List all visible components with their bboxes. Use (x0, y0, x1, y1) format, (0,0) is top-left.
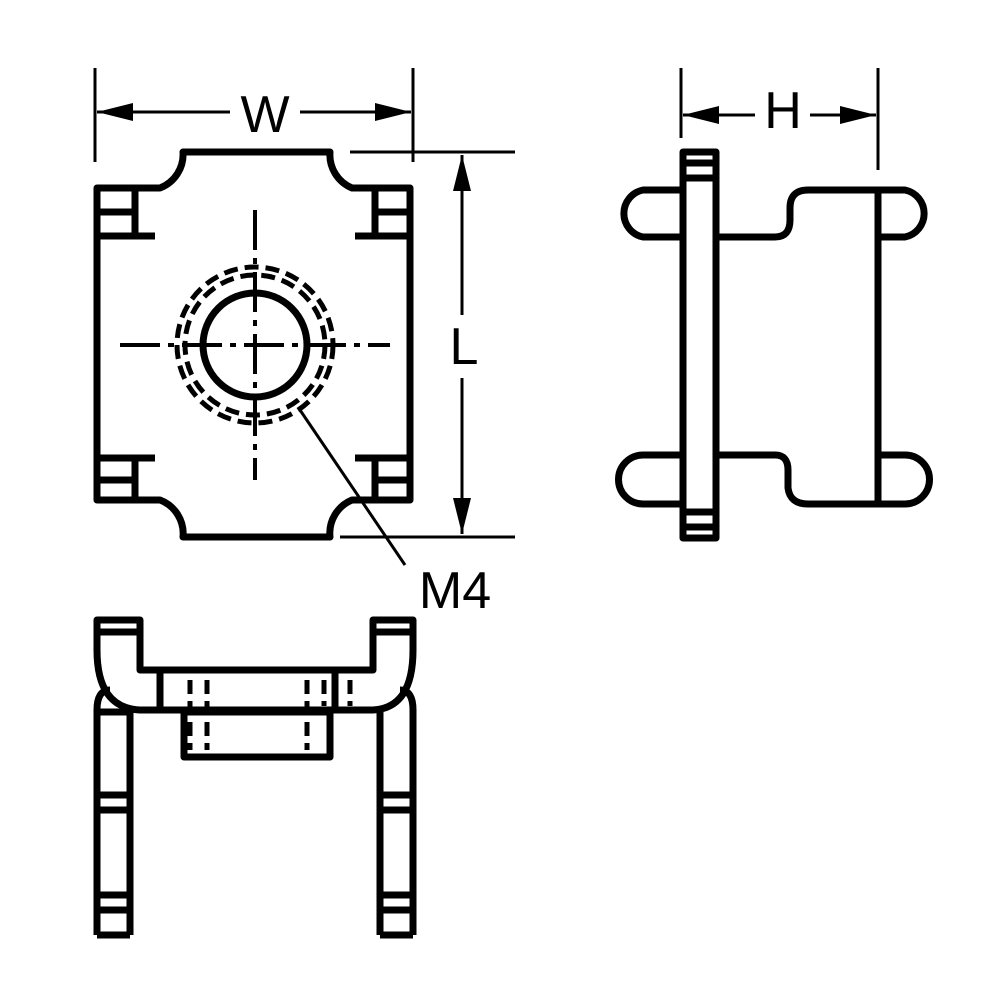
length-label: L (450, 318, 479, 376)
width-dimension (93, 68, 415, 162)
m4-leader-line (298, 409, 407, 566)
length-dimension (340, 150, 515, 539)
thread-size-label: M4 (419, 562, 491, 620)
front-view (93, 148, 414, 566)
bottom-view (93, 616, 417, 939)
side-view (615, 148, 933, 542)
height-label: H (764, 82, 802, 140)
width-label: W (240, 86, 289, 144)
height-dimension (679, 68, 880, 170)
